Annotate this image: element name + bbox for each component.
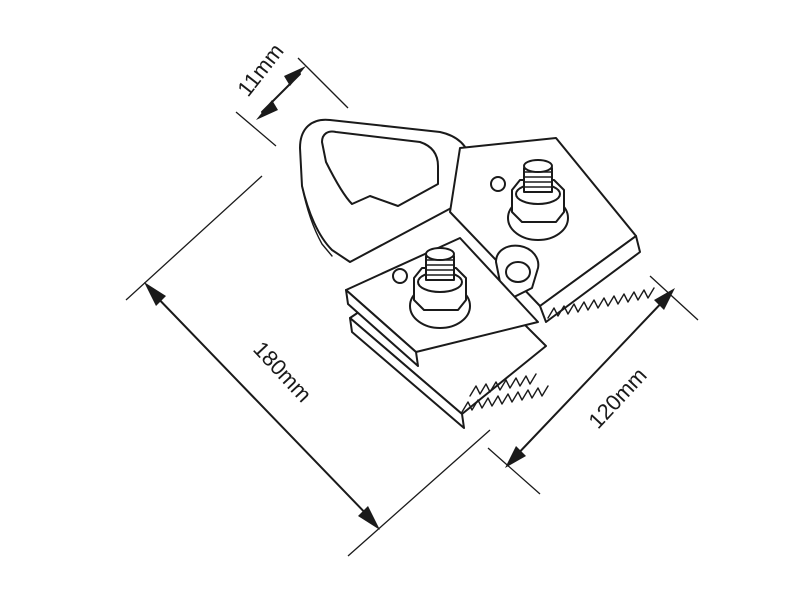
width-arrow-end [284,66,306,86]
length-extension-line-left [487,447,541,495]
pull-hook [299,118,471,263]
width-arrow-start [256,100,278,120]
bolt-front [409,247,471,329]
height-extension-line-bottom [347,429,491,557]
length-arrow-end [654,288,675,310]
width-label: 11mm [232,39,288,101]
length-arrow-start [505,446,526,468]
height-label: 180mm [248,336,316,407]
clamp-body [299,118,655,429]
width-extension-line-left [235,111,277,147]
height-dimension-line [149,289,375,523]
height-arrow-start [144,282,166,306]
length-dimension-line [511,295,669,461]
length-extension-line-right [649,275,699,321]
width-extension-line-right [297,57,349,109]
height-arrow-end [358,506,380,530]
bolt-back [507,159,569,241]
height-extension-line-top [125,175,263,301]
